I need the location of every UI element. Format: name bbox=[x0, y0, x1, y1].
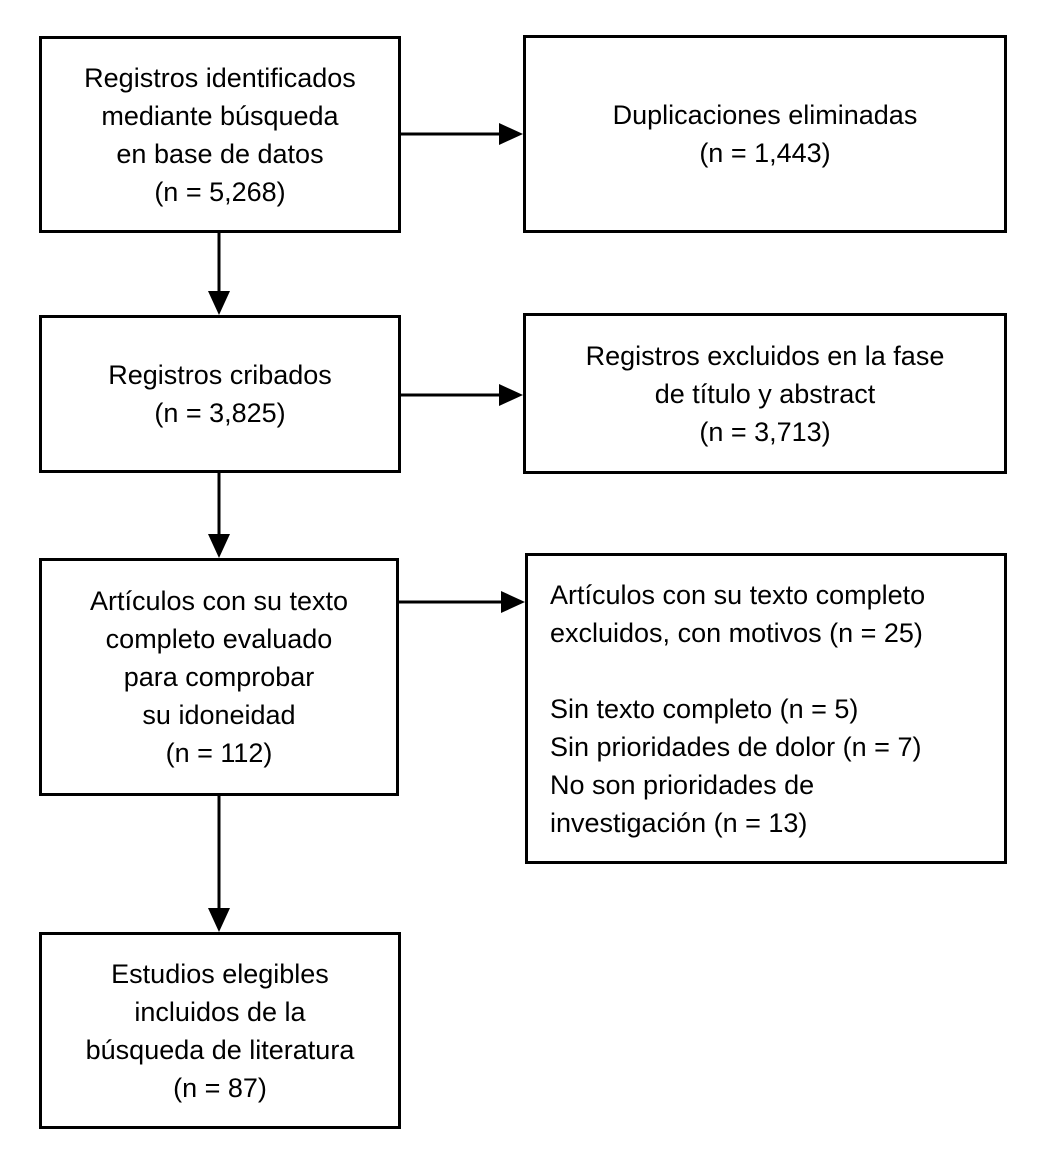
arrow-fulltext-to-excluded-icon bbox=[399, 591, 525, 613]
arrow-screened-to-excluded-icon bbox=[401, 384, 523, 406]
arrow-identified-to-duplicates-icon bbox=[401, 123, 523, 145]
box-records-identified: Registros identificados mediante búsqued… bbox=[39, 36, 401, 233]
box-studies-included: Estudios elegibles incluidos de la búsqu… bbox=[39, 932, 401, 1129]
box-records-screened-text: Registros cribados (n = 3,825) bbox=[108, 360, 332, 428]
box-fulltext-excluded: Artículos con su texto completo excluido… bbox=[525, 553, 1007, 864]
box-duplicates-removed: Duplicaciones eliminadas (n = 1,443) bbox=[523, 35, 1007, 233]
box-fulltext-assessed: Artículos con su texto completo evaluado… bbox=[39, 558, 399, 796]
arrow-identified-to-screened-icon bbox=[208, 233, 230, 315]
arrow-fulltext-to-included-icon bbox=[208, 796, 230, 932]
box-studies-included-text: Estudios elegibles incluidos de la búsqu… bbox=[85, 958, 355, 1103]
box-fulltext-assessed-text: Artículos con su texto completo evaluado… bbox=[89, 586, 349, 768]
box-records-excluded-title-abstract-text: Registros excluidos en la fase de título… bbox=[585, 340, 945, 447]
box-records-excluded-title-abstract: Registros excluidos en la fase de título… bbox=[523, 313, 1007, 474]
arrow-screened-to-fulltext-icon bbox=[208, 473, 230, 558]
box-duplicates-removed-text: Duplicaciones eliminadas (n = 1,443) bbox=[612, 100, 918, 168]
box-records-identified-text: Registros identificados mediante búsqued… bbox=[84, 62, 356, 207]
box-fulltext-excluded-text: Artículos con su texto completo excluido… bbox=[550, 579, 926, 838]
box-records-screened: Registros cribados (n = 3,825) bbox=[39, 315, 401, 473]
